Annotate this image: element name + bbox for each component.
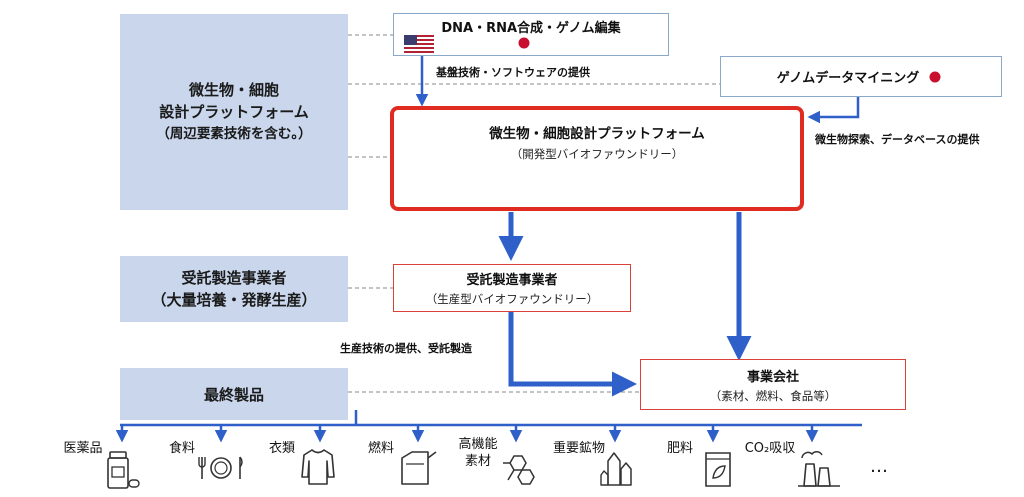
- jp-flag-icon: [512, 34, 536, 52]
- us-flag-icon: [404, 35, 434, 53]
- label-production-tech: 生産技術の提供、受託製造: [340, 342, 472, 355]
- molecule-icon: [503, 455, 535, 485]
- product-label-critical-minerals: 重要鉱物: [552, 441, 605, 456]
- company-box: 事業会社 （素材、燃料、食品等）: [640, 359, 906, 410]
- category-cmo-line2: （大量培養・発酵生産）: [151, 291, 317, 309]
- dna-rna-box: DNA・RNA合成・ゲノム編集: [393, 13, 669, 56]
- dna-rna-title: DNA・RNA合成・ゲノム編集: [441, 21, 621, 36]
- cmo-title: 受託製造事業者: [466, 273, 558, 288]
- product-label-medicine: 医薬品: [63, 441, 103, 456]
- arrow-mining-to-platform: [807, 94, 860, 124]
- arrow-cmo-to-company: [508, 312, 637, 397]
- product-label-co2-absorption: CO₂吸収: [744, 441, 796, 456]
- platform-box: 微生物・細胞設計プラットフォーム （開発型バイオファウンドリー）: [390, 106, 804, 211]
- product-label-fuel: 燃料: [367, 441, 394, 456]
- medicine-bottle-icon: [107, 451, 140, 489]
- product-label-food: 食料: [168, 441, 195, 456]
- category-final-products-label: 最終製品: [203, 385, 264, 404]
- category-contract-manufacturing: 受託製造事業者 （大量培養・発酵生産）: [120, 256, 348, 322]
- product-label-clothing: 衣類: [268, 441, 295, 456]
- product-label-fertilizer: 肥料: [666, 441, 693, 456]
- fuel-can-icon: [401, 451, 437, 485]
- ellipsis: …: [870, 456, 889, 477]
- platform-subtitle: （開発型バイオファウンドリー）: [510, 147, 684, 161]
- category-design-line3: （周辺要素技術を含む。）: [156, 126, 312, 142]
- cmo-subtitle: （生産型バイオファウンドリー）: [425, 292, 599, 306]
- platform-title: 微生物・細胞設計プラットフォーム: [489, 126, 705, 142]
- cmo-box: 受託製造事業者 （生産型バイオファウンドリー）: [393, 264, 631, 312]
- fertilizer-bag-icon: [705, 452, 731, 487]
- category-cmo-line1: 受託製造事業者: [181, 269, 287, 287]
- genome-mining-title: ゲノムデータマイニング: [776, 71, 920, 86]
- label-tech-provision: 基盤技術・ソフトウェアの提供: [436, 66, 590, 79]
- crystal-icon: [600, 452, 632, 486]
- shirt-icon: [301, 449, 335, 485]
- category-final-products: 最終製品: [120, 368, 348, 420]
- product-label-advanced-materials: 高機能 素材: [458, 437, 498, 469]
- genome-mining-box: ゲノムデータマイニング: [720, 56, 1002, 97]
- company-subtitle: （素材、燃料、食品等）: [709, 388, 837, 403]
- factory-icon: [798, 451, 840, 487]
- category-design-line1: 微生物・細胞: [188, 81, 279, 99]
- label-exploration: 微生物探索、データベースの提供: [815, 133, 980, 146]
- company-title: 事業会社: [746, 369, 799, 385]
- category-design-platform: 微生物・細胞 設計プラットフォーム （周辺要素技術を含む。）: [120, 14, 348, 210]
- jp-flag-icon: [925, 67, 946, 86]
- category-design-line2: 設計プラットフォーム: [159, 103, 309, 121]
- plate-cutlery-icon: [198, 456, 243, 479]
- distribution-drops: [115, 425, 819, 443]
